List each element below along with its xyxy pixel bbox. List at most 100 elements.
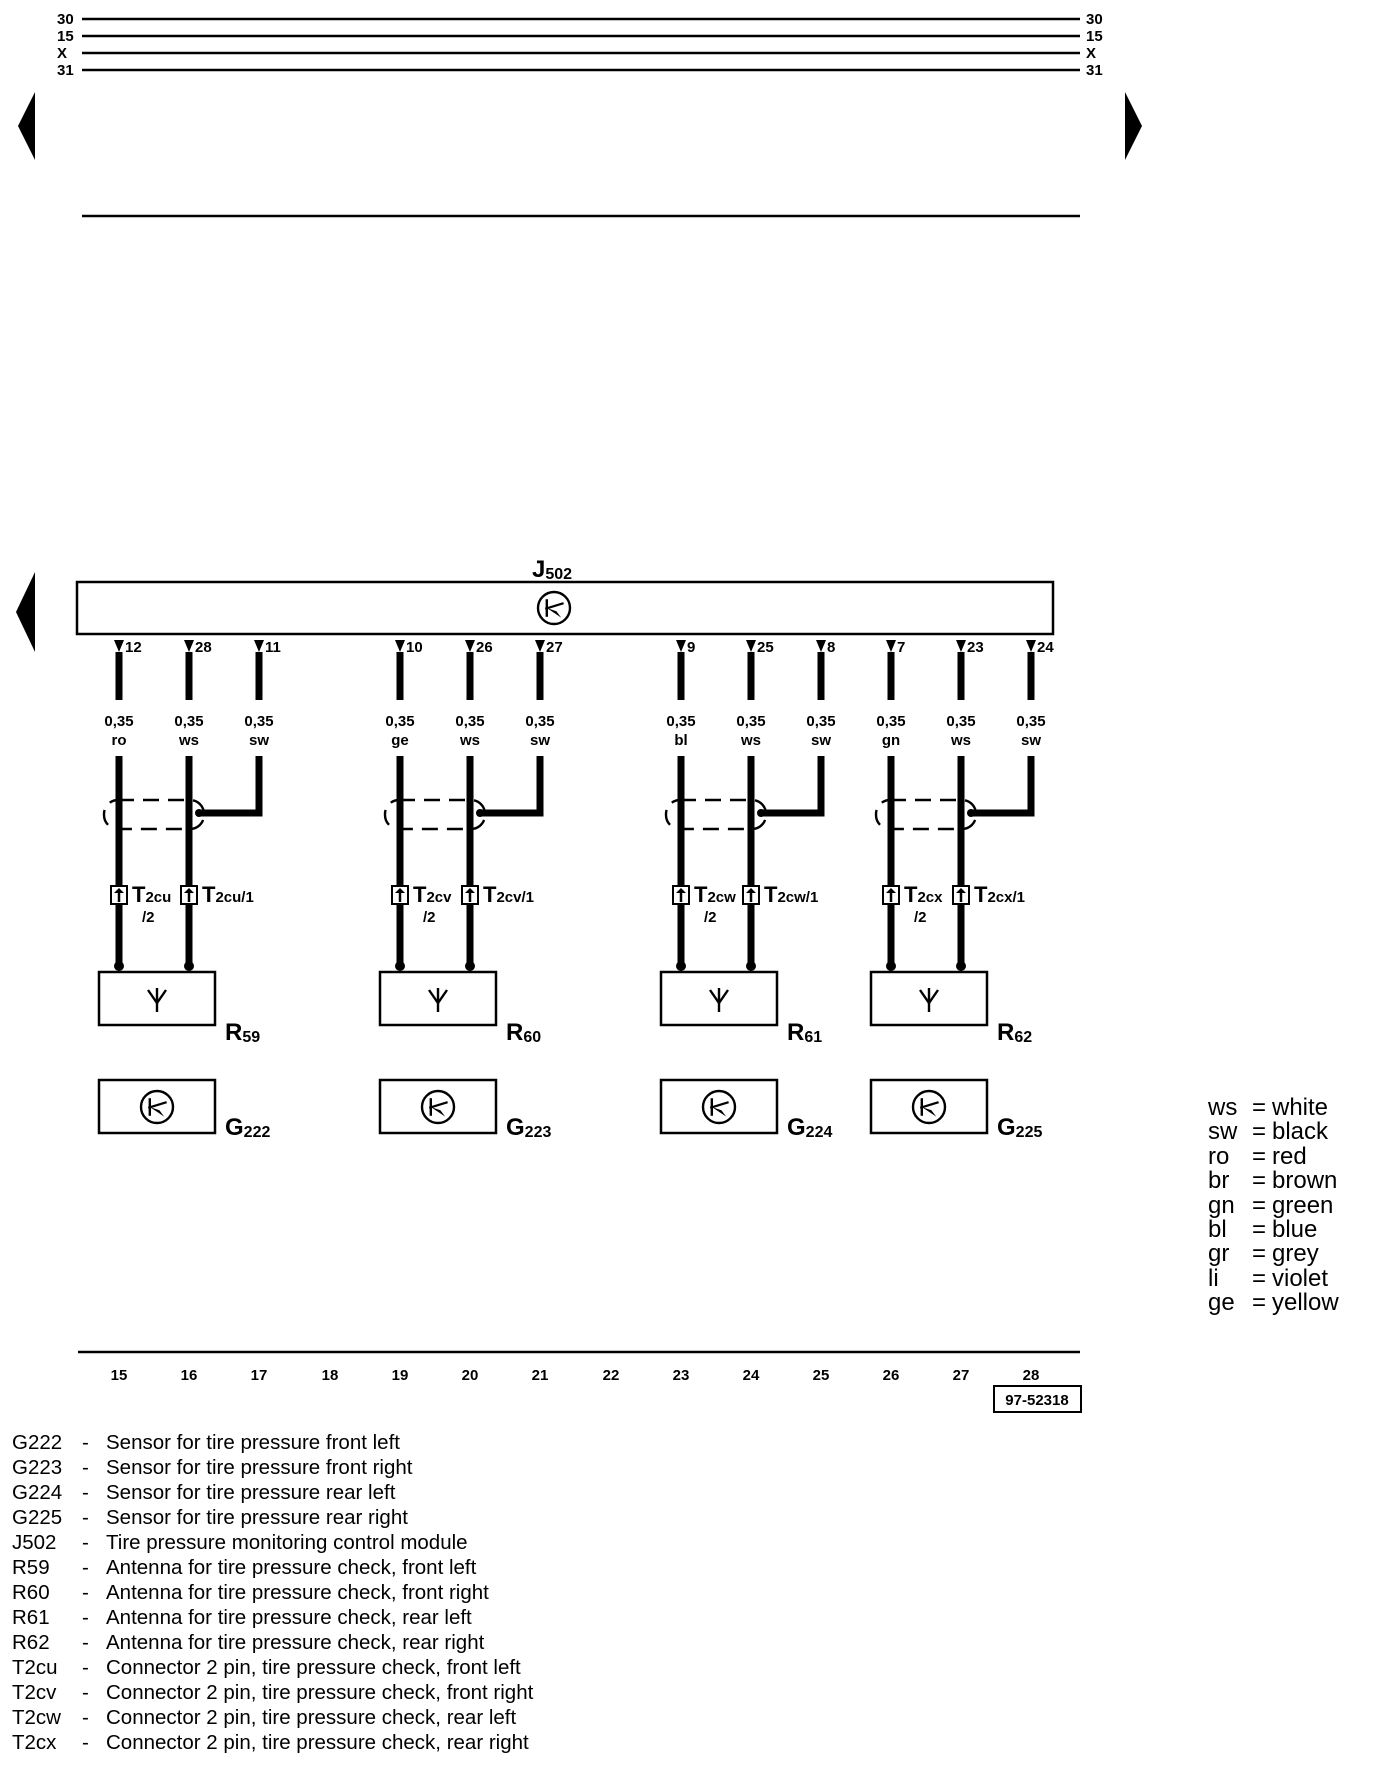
pin-arrow-icon xyxy=(956,640,966,652)
pin-number: 25 xyxy=(757,639,774,656)
grid-number-15: 15 xyxy=(111,1367,128,1384)
component-description: Sensor for tire pressure rear right xyxy=(106,1506,408,1529)
sensor-label-main: G xyxy=(787,1114,806,1141)
module-sensor-icon-head xyxy=(546,608,562,618)
component-description: Connector 2 pin, tire pressure check, fr… xyxy=(106,1681,534,1704)
antenna-label-main: R xyxy=(787,1019,804,1046)
sensor-groups: 120,35ro280,35ws110,35swT2cu/2T2cu/1R59G… xyxy=(97,639,1054,1141)
sensor-icon-head xyxy=(149,1107,165,1117)
component-id: G225 xyxy=(12,1506,63,1529)
component-id: J502 xyxy=(12,1531,57,1554)
connector-b-label: T2cw/1 xyxy=(764,882,818,907)
connector-a-sub: 2cu xyxy=(145,889,171,906)
connector-icon xyxy=(952,885,970,905)
color-eq: = xyxy=(1252,1264,1267,1292)
pin-number: 23 xyxy=(967,639,984,656)
color-name: red xyxy=(1272,1142,1307,1170)
connector-a-main: T xyxy=(694,882,708,907)
group-2: 100,35ge260,35ws270,35swT2cv/2T2cv/1R60G… xyxy=(378,639,563,1141)
sensor-icon-ring xyxy=(420,1089,456,1125)
shield-wire xyxy=(199,756,263,817)
component-legend-row: J502-Tire pressure monitoring control mo… xyxy=(12,1530,533,1555)
wire-end-dot xyxy=(114,961,124,971)
pin-arrow-icon xyxy=(465,640,475,652)
connector-icon xyxy=(672,885,690,905)
connector-a-sub: 2cv xyxy=(426,889,452,906)
component-legend-row: R61-Antenna for tire pressure check, rea… xyxy=(12,1605,533,1630)
grid-number-26: 26 xyxy=(883,1367,900,1384)
wire-color: sw xyxy=(249,732,269,749)
pin-arrow-icon xyxy=(114,640,124,652)
color-name: blue xyxy=(1272,1216,1318,1244)
color-name: green xyxy=(1272,1191,1334,1219)
component-dash: - xyxy=(82,1506,89,1529)
color-legend-row: br=brown xyxy=(1208,1168,1339,1193)
module-sensor-icon-ring xyxy=(536,590,572,626)
right-arrow-icon xyxy=(1125,92,1142,160)
wire-size: 0,35 xyxy=(244,713,273,730)
connector-b-sub: 2cx/1 xyxy=(987,889,1025,906)
shield-outline xyxy=(102,798,206,831)
component-legend-row: G224-Sensor for tire pressure rear left xyxy=(12,1480,533,1505)
wire-size: 0,35 xyxy=(385,713,414,730)
wire-color: bl xyxy=(674,732,687,749)
component-legend-row: T2cu-Connector 2 pin, tire pressure chec… xyxy=(12,1655,533,1680)
pin-arrow-icon xyxy=(886,640,896,652)
wire-color: ro xyxy=(112,732,127,749)
grid-number-27: 27 xyxy=(953,1367,970,1384)
grid-number-24: 24 xyxy=(743,1367,760,1384)
component-dash: - xyxy=(82,1456,89,1479)
antenna-label: R60 xyxy=(506,1019,541,1046)
wire-size: 0,35 xyxy=(1016,713,1045,730)
component-dash: - xyxy=(82,1431,89,1454)
connector-a-sub: 2cx xyxy=(917,889,943,906)
module-sensor-icon-stroke xyxy=(544,602,564,610)
sensor-label: G222 xyxy=(225,1114,270,1141)
connector-a-label: T2cw xyxy=(694,882,736,907)
grid-number-22: 22 xyxy=(603,1367,620,1384)
component-dash: - xyxy=(82,1631,89,1654)
connector-a-pin: /2 xyxy=(704,909,717,926)
component-id: T2cv xyxy=(12,1681,57,1704)
component-description: Connector 2 pin, tire pressure check, re… xyxy=(106,1706,517,1729)
page-arrows xyxy=(16,92,1142,652)
pin-number: 24 xyxy=(1037,639,1054,656)
color-legend-row: gn=green xyxy=(1208,1191,1339,1219)
wire-end-dot xyxy=(395,961,405,971)
sensor-icon-stroke xyxy=(709,1101,729,1109)
color-eq: = xyxy=(1252,1216,1267,1244)
connector-icon xyxy=(742,885,760,905)
color-legend-row: ws=white xyxy=(1208,1094,1339,1121)
sensor-label: G224 xyxy=(787,1114,832,1141)
module-label-sub: 502 xyxy=(545,566,572,583)
sensor-icon-head xyxy=(921,1107,937,1117)
component-dash: - xyxy=(82,1706,89,1729)
pin-arrow-icon xyxy=(395,640,405,652)
color-name: yellow xyxy=(1272,1289,1339,1317)
group-4: 70,35gn230,35ws240,35swT2cx/2T2cx/1R62G2… xyxy=(869,639,1054,1141)
color-eq: = xyxy=(1252,1289,1267,1317)
color-name: white xyxy=(1272,1094,1329,1121)
component-description: Connector 2 pin, tire pressure check, re… xyxy=(106,1731,529,1754)
color-code: sw xyxy=(1208,1118,1238,1146)
antenna-label-sub: 60 xyxy=(523,1029,541,1046)
grid-number-17: 17 xyxy=(251,1367,268,1384)
color-eq: = xyxy=(1252,1094,1267,1121)
pin-number: 8 xyxy=(827,639,835,656)
shield-junction-dot xyxy=(195,809,203,817)
antenna-label: R61 xyxy=(787,1019,822,1046)
color-eq: = xyxy=(1252,1118,1267,1146)
shield-outline xyxy=(383,798,487,831)
color-name: violet xyxy=(1272,1264,1329,1292)
sensor-icon-stroke xyxy=(147,1101,167,1109)
color-legend-row: ro=red xyxy=(1208,1142,1339,1170)
pin-arrow-icon xyxy=(535,640,545,652)
component-dash: - xyxy=(82,1606,89,1629)
